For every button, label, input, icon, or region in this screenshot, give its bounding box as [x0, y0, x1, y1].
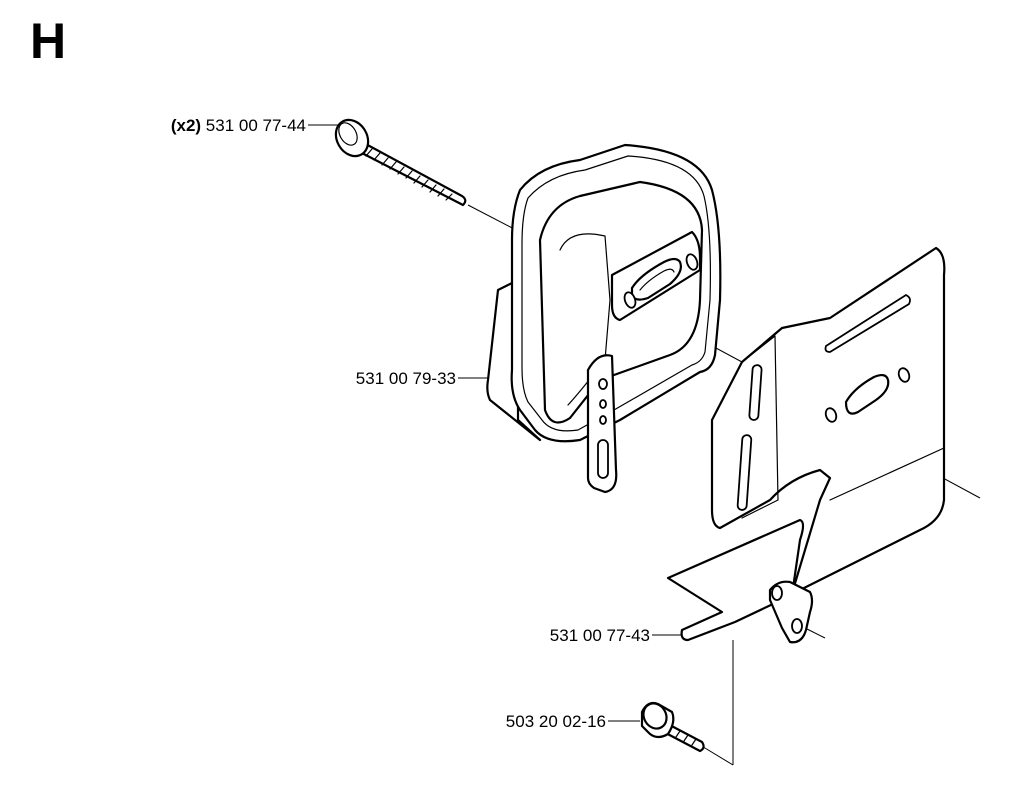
part-number: 531 00 77-44: [205, 116, 306, 135]
part-number: 503 20 02-16: [505, 712, 606, 731]
part-number: 531 00 77-43: [549, 626, 650, 645]
heat-shield-part: [666, 246, 946, 644]
axis-bottom-screw: [699, 744, 734, 766]
screw-top-part: [334, 118, 467, 207]
part-label-heat-shield: 531 00 77-43: [550, 627, 650, 644]
axis-bracket: [804, 627, 826, 639]
part-label-screw-top: (x2) 531 00 77-44: [171, 117, 306, 134]
part-qty: (x2): [170, 116, 202, 135]
muffler-part: [486, 143, 722, 494]
part-label-screw-bottom: 503 20 02-16: [506, 713, 606, 730]
section-letter: H: [30, 13, 67, 69]
screw-bottom-part: [640, 701, 705, 753]
part-label-muffler: 531 00 79-33: [356, 370, 456, 387]
part-number: 531 00 79-33: [355, 369, 456, 388]
